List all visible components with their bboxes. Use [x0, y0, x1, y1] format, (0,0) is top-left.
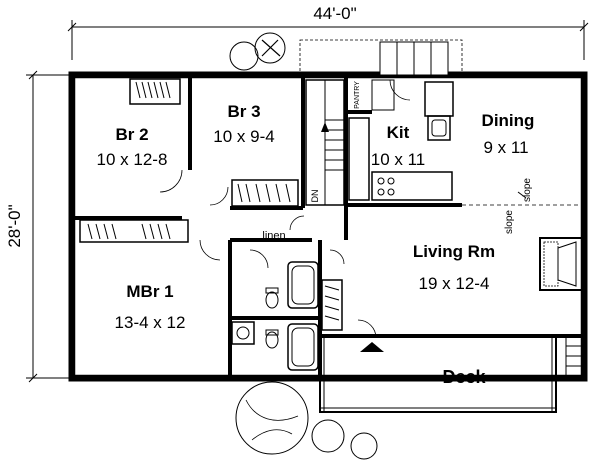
slope-label-right: slope — [522, 178, 533, 202]
dn-label: DN — [310, 190, 320, 203]
bath-fixtures — [231, 261, 319, 371]
closet-br2 — [129, 78, 181, 105]
closet-mbr — [79, 219, 189, 243]
living-size: 19 x 12-4 — [419, 274, 490, 293]
dining-label: Dining — [482, 111, 535, 130]
deck-label: Deck — [442, 367, 486, 387]
living-label: Living Rm — [413, 242, 495, 261]
exterior-walls — [68, 71, 588, 382]
trees — [229, 32, 378, 460]
porch-outline — [299, 39, 463, 77]
depth-dimension-label: 28'-0" — [5, 204, 24, 247]
br2-label: Br 2 — [115, 125, 148, 144]
closet-br3 — [231, 179, 299, 207]
deck — [319, 335, 583, 413]
br3-size: 10 x 9-4 — [213, 127, 274, 146]
room-labels: Br 2 10 x 12-8 Br 3 10 x 9-4 Kit 10 x 11… — [97, 81, 535, 387]
refrigerator — [424, 81, 454, 117]
toilet-lower — [265, 331, 279, 349]
br3-label: Br 3 — [227, 102, 260, 121]
toilet-upper — [265, 291, 279, 309]
slope-label-left: slope — [504, 210, 515, 234]
sink — [427, 115, 451, 141]
pantry-label: PANTRY — [354, 81, 361, 109]
mbr1-size: 13-4 x 12 — [115, 313, 186, 332]
tub-lower — [287, 323, 319, 371]
depth-dimension: 28'-0" — [5, 70, 70, 383]
kit-label: Kit — [387, 123, 410, 142]
dining-size: 9 x 11 — [483, 138, 528, 157]
kit-size: 10 x 11 — [371, 150, 426, 169]
entry-arrow — [360, 342, 384, 352]
kitchen-fixtures — [348, 79, 454, 201]
door-swings — [159, 79, 411, 339]
br2-size: 10 x 12-8 — [97, 150, 168, 169]
fireplace — [539, 237, 583, 291]
width-dimension: 44'-0" — [67, 4, 589, 60]
vanity — [231, 321, 255, 345]
width-dimension-label: 44'-0" — [313, 4, 356, 23]
linen-label: linen — [262, 230, 285, 242]
interior-walls — [75, 77, 582, 376]
closet-hall — [321, 279, 343, 331]
slope-marker: slope slope — [462, 178, 582, 234]
mbr1-label: MBr 1 — [126, 282, 173, 301]
stairway — [305, 79, 345, 206]
tub-upper — [287, 261, 319, 309]
